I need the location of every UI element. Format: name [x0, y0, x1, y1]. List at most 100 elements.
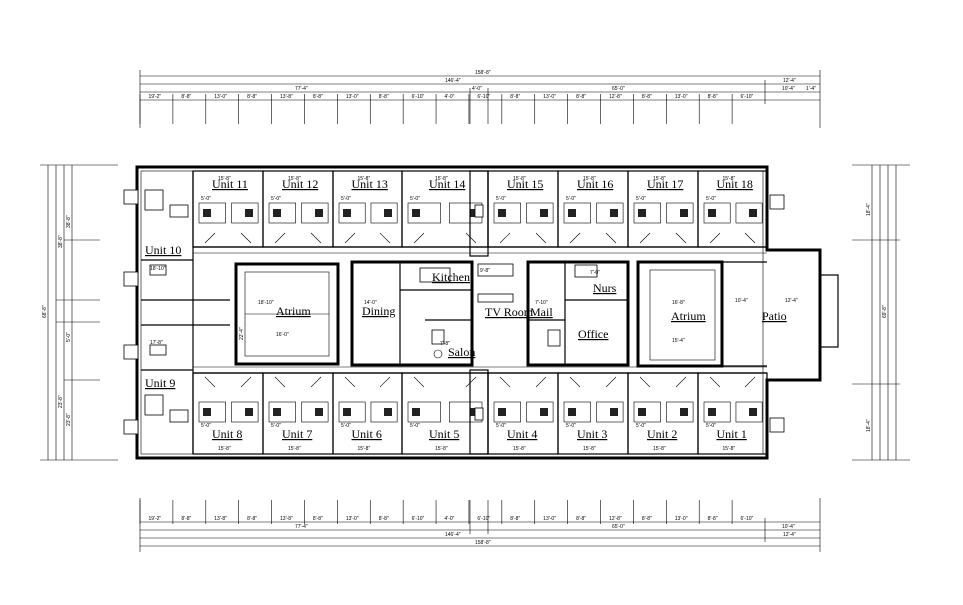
door-swing	[379, 376, 391, 388]
segment-dim: 8'-8"	[247, 94, 257, 100]
segment-dim: 13'-0"	[543, 94, 556, 100]
bathroom	[735, 202, 763, 224]
unit-width-dim: 15'-8"	[653, 176, 666, 182]
unit-width-dim: 15'-8"	[583, 446, 596, 452]
door-swing	[605, 232, 617, 244]
bathroom	[268, 202, 296, 224]
door-swing	[310, 232, 322, 244]
bathroom	[666, 202, 694, 224]
door-swing	[204, 376, 216, 388]
toilet-fixture	[638, 408, 646, 416]
door-swing	[240, 376, 252, 388]
segment-dim: 8'-8"	[510, 94, 520, 100]
segment-dim: 6'-10"	[741, 94, 754, 100]
door-swing	[344, 376, 356, 388]
toilet-fixture	[540, 209, 548, 217]
dim-unit9-width: 17'-8"	[150, 340, 163, 346]
bathroom	[666, 401, 694, 423]
label-unit-10: Unit 10	[145, 243, 181, 257]
toilet-fixture	[245, 209, 253, 217]
unit-label: Unit 7	[282, 427, 312, 441]
dim-salon-width: 7'-8"	[440, 341, 450, 347]
segment-dim: 6'-10"	[412, 516, 425, 522]
bathroom	[703, 202, 731, 224]
bath-dim: 5'-0"	[496, 196, 506, 202]
unit-width-dim: 15'-8"	[583, 176, 596, 182]
segment-dim: 8'-8"	[510, 516, 520, 522]
toilet-fixture	[610, 408, 618, 416]
unit-width-dim: 15'-8"	[723, 446, 736, 452]
door-swing	[605, 376, 617, 388]
bathroom	[703, 401, 731, 423]
unit-width-dim: 15'-8"	[513, 446, 526, 452]
dim-atrium-right-width: 16'-8"	[672, 300, 685, 306]
segment-dim: 8'-8"	[576, 94, 586, 100]
toilet-fixture	[315, 408, 323, 416]
unit-label: Unit 17	[647, 177, 683, 191]
label-tv-room: TV Room	[485, 305, 534, 319]
door-swing	[240, 232, 252, 244]
segment-dim: 12'-8"	[609, 516, 622, 522]
toilet-fixture	[203, 209, 211, 217]
bathroom	[735, 401, 763, 423]
segment-dim: 12'-8"	[609, 94, 622, 100]
segment-dim: 13'-8"	[280, 516, 293, 522]
segment-dim: 8'-8"	[181, 516, 191, 522]
bathroom	[526, 401, 554, 423]
toilet-fixture	[680, 209, 688, 217]
segment-dim: 13'-0"	[675, 94, 688, 100]
unit-width-dim: 15'-8"	[723, 176, 736, 182]
dim-right-overall: 69'-8"	[882, 305, 888, 318]
bathroom	[231, 401, 259, 423]
dim-kitchen-width: 9'-8"	[480, 268, 490, 274]
segment-dim: 6'-10"	[477, 516, 490, 522]
toilet-fixture	[412, 408, 420, 416]
segment-dim: 8'-8"	[181, 94, 191, 100]
bath-dim: 5'-0"	[636, 423, 646, 429]
door-swing	[709, 376, 721, 388]
unit-label: Unit 1	[717, 427, 747, 441]
dim-overall-top: 158'-8"	[475, 70, 491, 76]
segment-dim: 8'-8"	[708, 94, 718, 100]
bathroom	[198, 401, 226, 423]
toilet-fixture	[245, 408, 253, 416]
room-labels: Unit 10 Unit 9 Atrium Dining Kitchen Sal…	[145, 243, 787, 390]
bath-dim: 5'-0"	[566, 423, 576, 429]
dim-left-upper: 38'-8"	[58, 235, 64, 248]
bathroom	[231, 202, 259, 224]
dim-row2b-bottom: 12'-4"	[783, 532, 796, 538]
bathroom	[301, 202, 329, 224]
bottom-dimensions: 19'-2"8'-8"13'-8"8'-8"13'-8"8'-8"13'-0"8…	[139, 498, 821, 552]
toilet-fixture	[638, 209, 646, 217]
bath-dim: 5'-0"	[271, 423, 281, 429]
door-swing	[413, 376, 425, 388]
toilet-fixture	[708, 209, 716, 217]
unit-room: Unit 315'-8"5'-0"	[557, 372, 629, 455]
bath-dim: 5'-0"	[706, 196, 716, 202]
dim-left-lower: 23'-8"	[58, 395, 64, 408]
door-swing	[344, 232, 356, 244]
label-nurse: Nurs	[593, 281, 617, 295]
segment-dim: 8'-8"	[708, 516, 718, 522]
dim-row2b-top: 12'-4"	[783, 78, 796, 84]
unit-room: Unit 615'-8"5'-0"	[332, 372, 403, 455]
bathroom	[338, 401, 366, 423]
unit-width-dim: 15'-8"	[218, 446, 231, 452]
toilet-fixture	[708, 408, 716, 416]
segment-dim: 8'-8"	[379, 516, 389, 522]
bathroom	[198, 202, 226, 224]
segment-dim: 19'-2"	[148, 94, 161, 100]
segment-dim: 6'-10"	[477, 94, 490, 100]
left-wing	[141, 171, 230, 454]
right-dimensions: 69'-8" 18'-4" 18'-4"	[852, 164, 910, 461]
dim-right-lower: 18'-4"	[866, 419, 872, 432]
dim-row3a-bottom: 77'-4"	[295, 524, 308, 530]
unit-label: Unit 18	[717, 177, 753, 191]
dim-row3a-top: 77'-4"	[295, 86, 308, 92]
door-swing	[204, 232, 216, 244]
segment-dim: 4'-0"	[445, 94, 455, 100]
segment-dim: 6'-10"	[741, 516, 754, 522]
